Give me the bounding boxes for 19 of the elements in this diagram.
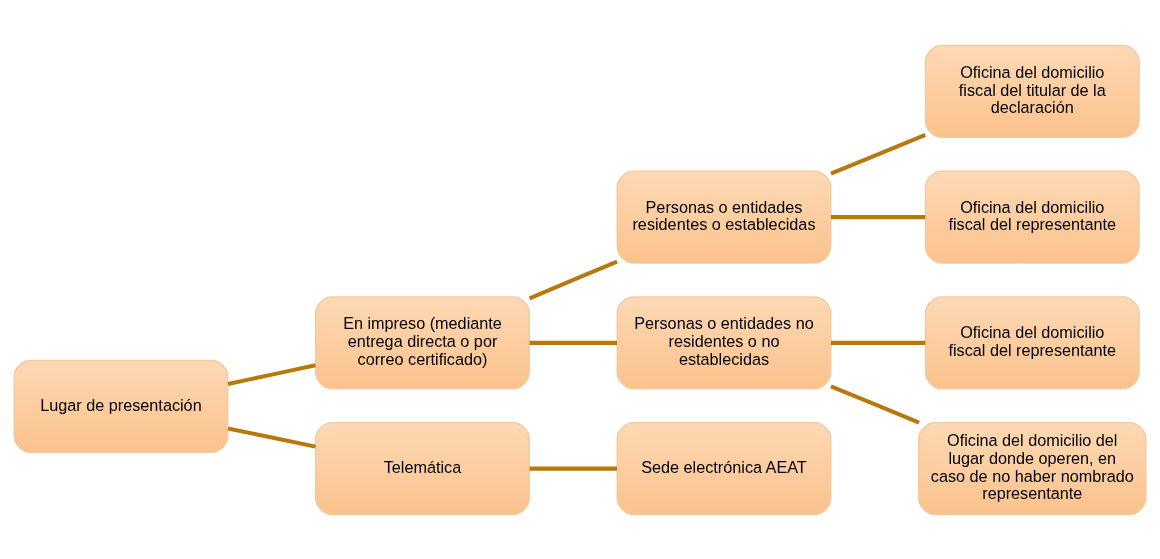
- node-box: Telemática: [315, 421, 530, 515]
- node-box: Personas o entidades residentes o establecidas: [616, 169, 832, 264]
- node-box: Oficina del domicilio fiscal del representante: [924, 169, 1140, 264]
- connector: [227, 425, 316, 449]
- node-box: Personas o entidades no residentes o no establecidas: [616, 295, 832, 390]
- node-box: Lugar de presentación: [13, 359, 229, 453]
- connector: [528, 259, 618, 300]
- node-box: Oficina del domicilio fiscal del titular de la declaración: [924, 44, 1140, 138]
- connector: [830, 383, 920, 424]
- node-box: Oficina del domicilio fiscal del representante: [924, 295, 1140, 390]
- connector: [227, 362, 316, 386]
- node-box: Sede electrónica AEAT: [616, 421, 832, 515]
- connector: [529, 466, 617, 471]
- connector: [529, 340, 617, 345]
- node-box: En impreso (mediante entrega directa o por correo certificado): [315, 295, 530, 390]
- node-box: Oficina del domicilio del lugar donde operen, en caso de no haber nombrado representante: [918, 421, 1147, 515]
- connector: [830, 340, 926, 345]
- connector: [830, 214, 926, 219]
- connector: [830, 132, 927, 176]
